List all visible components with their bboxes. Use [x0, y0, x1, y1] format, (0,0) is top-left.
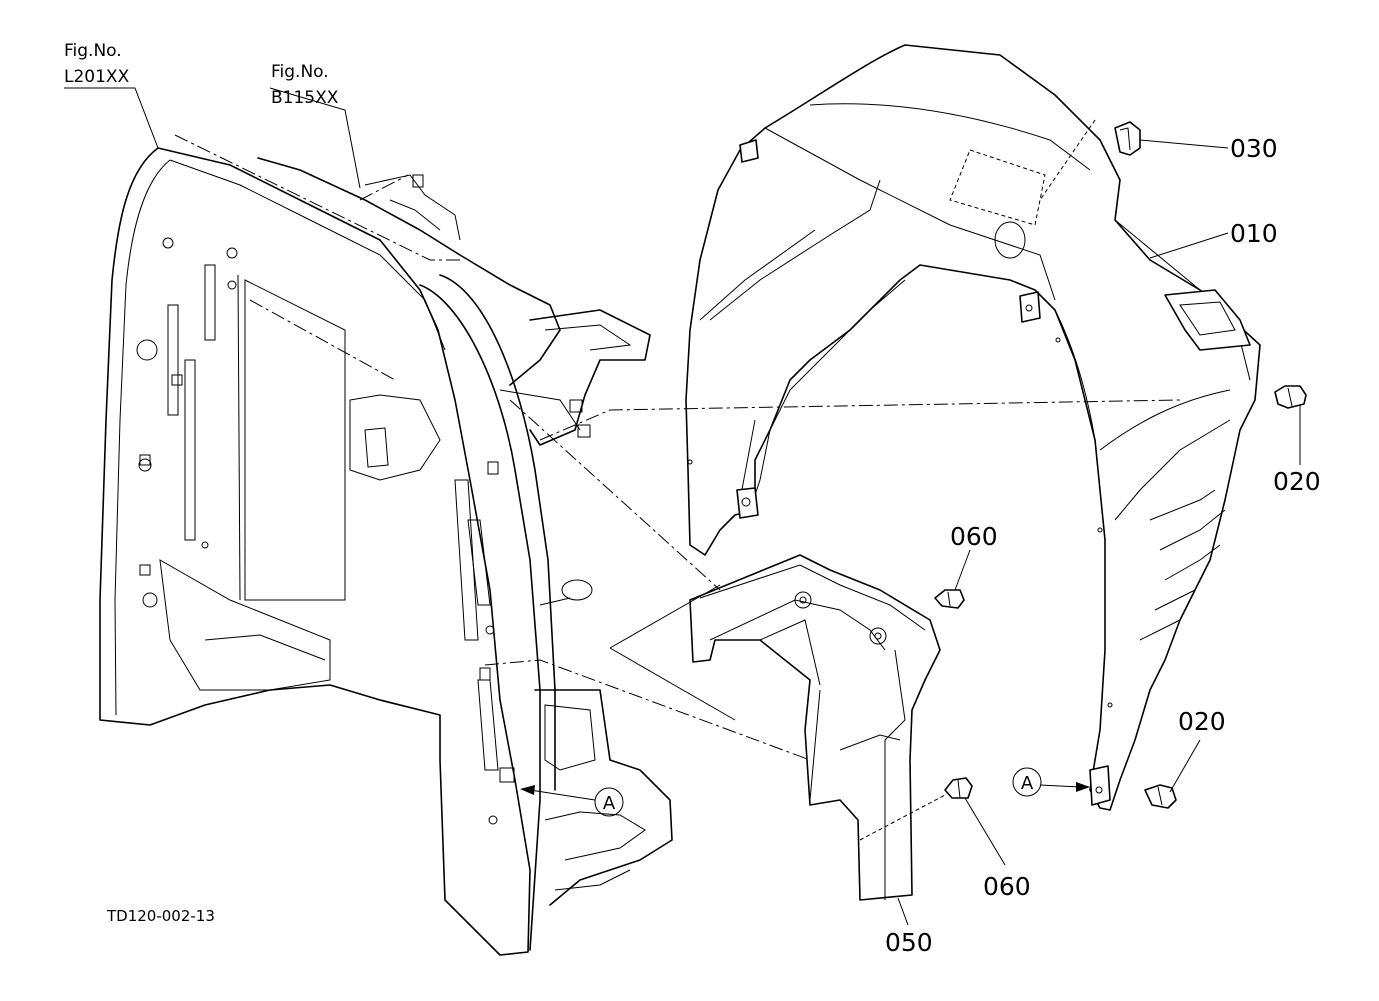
callout-a-right-letter: A: [1021, 773, 1034, 794]
part-number-060-top: 060: [950, 522, 998, 551]
part-number-050: 050: [885, 928, 933, 957]
leader-lines: [64, 87, 1301, 926]
bolt-060-bottom-drawing: [944, 777, 973, 799]
callout-a-left: A: [594, 787, 624, 817]
fig-ref-1-number: L201XX: [64, 67, 130, 87]
fig-ref-1-title: Fig.No.: [64, 41, 122, 61]
drawing-code: TD120-002-13: [106, 907, 215, 925]
part-number-020-right: 020: [1273, 467, 1321, 496]
callout-a-left-letter: A: [603, 793, 616, 814]
fig-ref-2-number: B115XX: [271, 88, 339, 108]
bracket-part-050-drawing: [609, 554, 946, 901]
bolt-060-top-drawing: [934, 589, 965, 609]
part-number-030: 030: [1230, 134, 1278, 163]
part-number-020-bottom: 020: [1178, 707, 1226, 736]
bolt-030-drawing: [1114, 121, 1141, 156]
frame-panel-drawing: [99, 134, 1181, 956]
fig-ref-2-title: Fig.No.: [271, 62, 329, 82]
cover-part-010-drawing: [685, 44, 1261, 811]
callout-a-right: A: [1012, 767, 1042, 797]
part-number-010: 010: [1230, 219, 1278, 248]
bolt-020-right-drawing: [1274, 385, 1307, 409]
bolt-020-bottom-drawing: [1144, 784, 1177, 809]
part-number-060-bottom: 060: [983, 872, 1031, 901]
